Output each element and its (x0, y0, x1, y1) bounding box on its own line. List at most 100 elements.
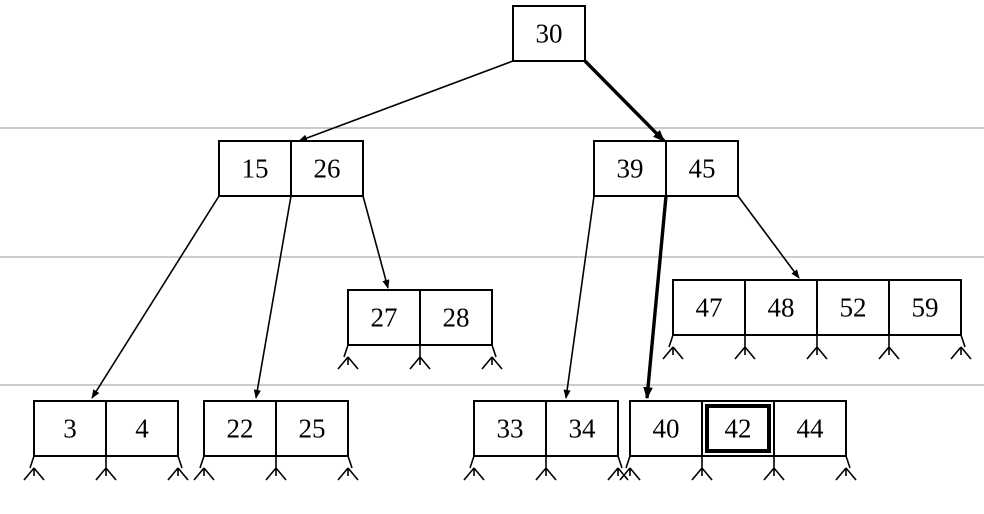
null-pointer-stub (662, 334, 684, 360)
null-pointer-stub (481, 344, 503, 370)
key-label: 42 (725, 414, 752, 444)
key-cell-box (33, 400, 107, 457)
search-target-highlight (705, 404, 771, 453)
key-label: 39 (617, 154, 644, 184)
key-label: 44 (797, 414, 825, 444)
key-cell: 30 (512, 5, 586, 62)
key-cell-box (545, 400, 619, 457)
key-cell: 4 (105, 400, 179, 457)
key-label: 22 (227, 414, 254, 444)
key-cell-box (773, 400, 847, 457)
key-cell: 45 (665, 140, 739, 197)
null-pointer-stub (409, 345, 431, 370)
key-cell-box (665, 140, 739, 197)
null-pointer-stub (337, 344, 359, 370)
key-cell-box (629, 400, 703, 457)
key-label: 26 (314, 154, 341, 184)
key-label: 28 (443, 303, 470, 333)
tree-node-n33: 33 34 (473, 400, 619, 457)
key-cell-box (744, 279, 818, 336)
key-cell: 27 (347, 289, 421, 346)
edge-n15-to-n22 (253, 195, 292, 399)
key-label: 52 (840, 293, 867, 323)
key-cell: 39 (593, 140, 667, 197)
key-cell: 48 (744, 279, 818, 336)
null-pointer-stub (95, 456, 117, 481)
key-label: 34 (569, 414, 597, 444)
null-pointer-stub (607, 455, 629, 481)
key-cell: 3 (33, 400, 107, 457)
null-pointer-stub (763, 456, 785, 481)
tree-edges (91, 59, 800, 400)
tree-node-n40: 40 42 44 (629, 400, 847, 457)
key-cell-box (512, 5, 586, 62)
key-cell: 28 (419, 289, 493, 346)
key-cell-box (701, 400, 775, 457)
key-cell: 42 (701, 400, 775, 457)
key-cell: 52 (816, 279, 890, 336)
key-label: 30 (536, 19, 563, 49)
edge-n39-to-n33 (563, 195, 595, 399)
key-label: 48 (768, 293, 795, 323)
key-label: 33 (497, 414, 524, 444)
key-cell: 59 (888, 279, 962, 336)
null-pointer-stub (265, 456, 287, 481)
key-label: 15 (242, 154, 269, 184)
edge-n15-to-n3 (91, 195, 220, 399)
key-cell-box (888, 279, 962, 336)
key-label: 40 (653, 414, 680, 444)
null-pointer-stub (878, 335, 900, 360)
key-cell: 22 (203, 400, 277, 457)
key-label: 25 (299, 414, 326, 444)
key-label: 4 (135, 414, 149, 444)
tree-node-n22: 22 25 (203, 400, 349, 457)
null-pointer-stubs (23, 334, 972, 481)
tree-node-n47: 47 48 52 59 (672, 279, 962, 336)
tree-node-n39: 39 45 (593, 140, 739, 197)
null-pointer-stub (193, 455, 215, 481)
key-cell: 44 (773, 400, 847, 457)
edge-n39-to-n40 (643, 195, 668, 400)
null-pointer-stub (337, 455, 359, 481)
edge-root-to-n15 (298, 60, 514, 142)
key-label: 59 (912, 293, 939, 323)
key-label: 3 (63, 414, 77, 444)
key-cell: 26 (290, 140, 364, 197)
null-pointer-stub (463, 455, 485, 481)
key-cell: 25 (275, 400, 349, 457)
key-cell: 40 (629, 400, 703, 457)
key-label: 47 (696, 293, 723, 323)
edge-root-to-n39 (583, 59, 666, 143)
key-cell-box (419, 289, 493, 346)
key-cell-box (816, 279, 890, 336)
null-pointer-stub (806, 335, 828, 360)
key-label: 45 (689, 154, 716, 184)
tree-node-n27: 27 28 (347, 289, 493, 346)
null-pointer-stub (23, 455, 45, 481)
edge-n39-to-n47 (737, 195, 800, 279)
key-cell-box (105, 400, 179, 457)
key-cell-box (473, 400, 547, 457)
key-cell-box (203, 400, 277, 457)
null-pointer-stub (835, 455, 857, 481)
null-pointer-stub (619, 455, 641, 481)
key-cell: 15 (218, 140, 292, 197)
null-pointer-stub (734, 335, 756, 360)
key-cell-box (290, 140, 364, 197)
tree-node-root: 30 (512, 5, 586, 62)
key-label: 27 (371, 303, 398, 333)
null-pointer-stub (691, 456, 713, 481)
null-pointer-stub (535, 456, 557, 481)
key-cell-box (275, 400, 349, 457)
key-cell: 34 (545, 400, 619, 457)
key-cell: 47 (672, 279, 746, 336)
null-pointer-stub (167, 455, 189, 481)
null-pointer-stub (950, 334, 972, 360)
edge-n15-to-n27 (362, 195, 390, 289)
level-separators (0, 127, 984, 386)
key-cell: 33 (473, 400, 547, 457)
